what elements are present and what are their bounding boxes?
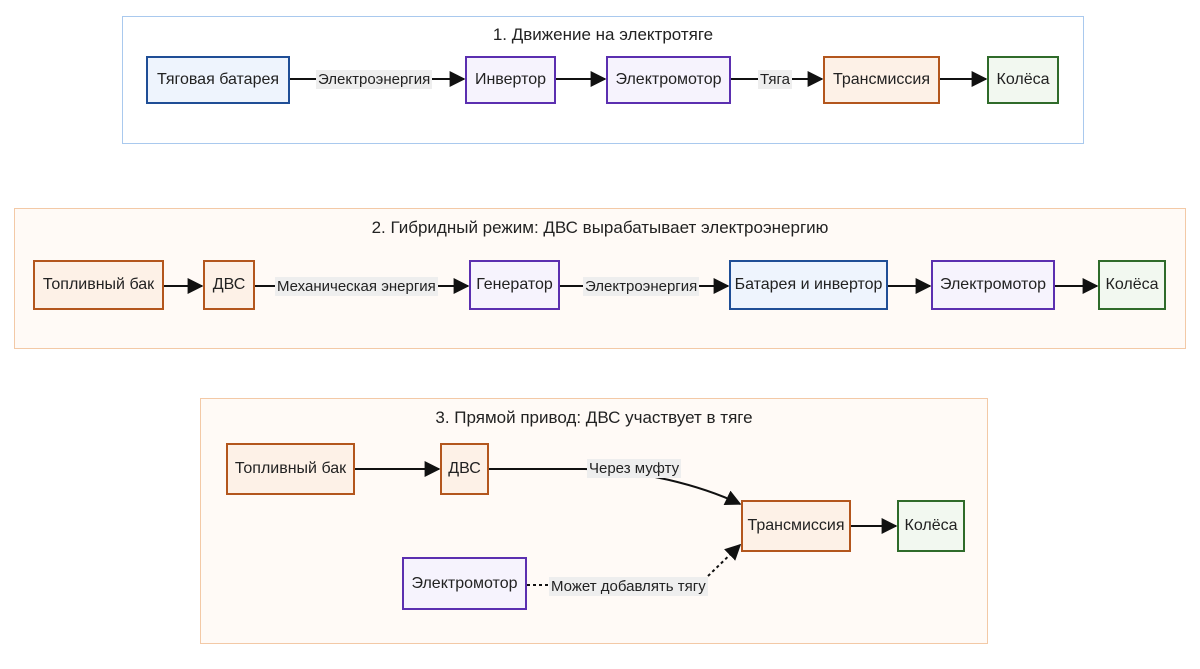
group-title: 1. Движение на электротяге — [492, 25, 714, 44]
edge-label-electricity: Электроэнергия — [583, 277, 700, 296]
node-wheels[interactable]: Колёса — [1098, 260, 1166, 310]
edge-label-via-clutch: Через муфту — [587, 459, 682, 478]
node-inverter[interactable]: Инвертор — [465, 56, 556, 104]
node-ice[interactable]: ДВС — [440, 443, 489, 495]
edge-motor-transmission-dotted — [527, 545, 740, 586]
node-wheels[interactable]: Колёса — [987, 56, 1059, 104]
node-fuel-tank[interactable]: Топливный бак — [226, 443, 355, 495]
group-title: 3. Прямой привод: ДВС участвует в тяге — [435, 408, 753, 427]
node-transmission[interactable]: Трансмиссия — [823, 56, 940, 104]
node-wheels[interactable]: Колёса — [897, 500, 965, 552]
edge-label-traction: Тяга — [758, 70, 792, 89]
node-electric-motor[interactable]: Электромотор — [606, 56, 731, 104]
node-fuel-tank[interactable]: Топливный бак — [33, 260, 164, 310]
edge-label-electricity: Электроэнергия — [316, 70, 433, 89]
group-direct-drive: 3. Прямой привод: ДВС участвует в тяге — [200, 398, 988, 644]
node-battery-inverter[interactable]: Батарея и инвертор — [729, 260, 888, 310]
node-electric-motor[interactable]: Электромотор — [931, 260, 1055, 310]
node-electric-motor[interactable]: Электромотор — [402, 557, 527, 610]
edge-label-can-add-traction: Может добавлять тягу — [549, 577, 708, 596]
node-traction-battery[interactable]: Тяговая батарея — [146, 56, 290, 104]
group-title: 2. Гибридный режим: ДВС вырабатывает эле… — [371, 218, 829, 237]
node-ice[interactable]: ДВС — [203, 260, 255, 310]
edge-label-mechanical-energy: Механическая энергия — [275, 277, 438, 296]
node-generator[interactable]: Генератор — [469, 260, 560, 310]
node-transmission[interactable]: Трансмиссия — [741, 500, 851, 552]
